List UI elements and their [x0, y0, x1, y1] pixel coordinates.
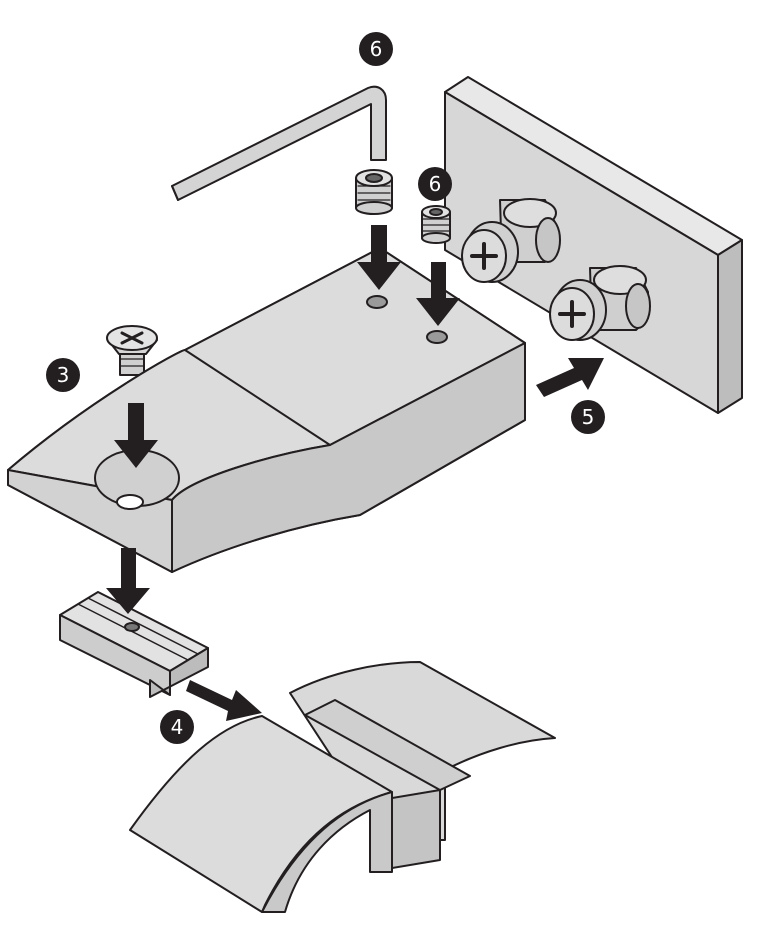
step-badge-4: 4	[160, 710, 194, 744]
arrow-down-slide-nut	[106, 548, 150, 614]
wall-plate	[444, 76, 743, 414]
arrow-down-lower-screw	[416, 262, 460, 326]
step-badge-6a: 6	[359, 32, 393, 66]
plate-screw-lower	[549, 265, 651, 341]
countersunk-screw	[106, 325, 158, 376]
plate-screw-upper	[461, 198, 561, 283]
step-badge-6b: 6	[418, 167, 452, 201]
arrow-down-upper-screw	[357, 225, 401, 290]
step-badge-5: 5	[571, 400, 605, 434]
set-screw-lower	[421, 205, 451, 244]
clamp-block	[7, 247, 526, 573]
arrow-down-countersunk	[114, 403, 158, 468]
slide-nut	[59, 591, 209, 698]
set-screw-upper	[355, 169, 393, 215]
aluminum-profile	[129, 661, 556, 913]
arrow-insert-profile	[186, 680, 262, 721]
hex-key	[171, 85, 387, 201]
arrow-insert-plate	[536, 358, 604, 397]
step-badge-3: 3	[46, 358, 80, 392]
